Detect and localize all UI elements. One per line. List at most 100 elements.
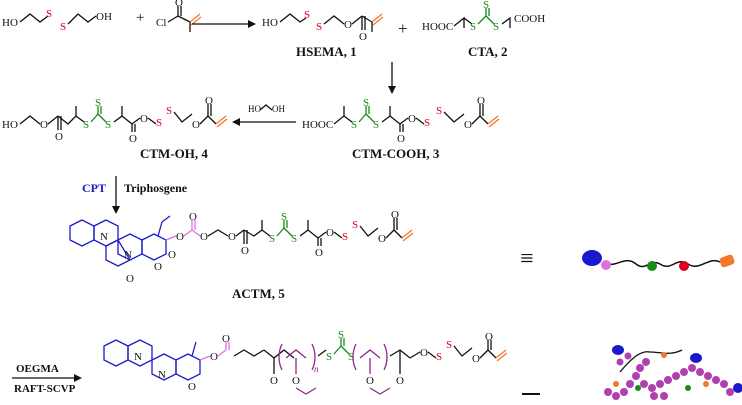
atom-o: O (126, 273, 134, 285)
atom-o: O (222, 333, 230, 345)
atom-s: S (446, 339, 452, 351)
atom-o: O (270, 375, 278, 387)
atom-s: S (483, 0, 489, 11)
atom-o: O (485, 331, 493, 343)
atom-o: O (140, 113, 148, 125)
reagent-triphosgene: Triphosgene (124, 181, 188, 195)
atom-o: O (168, 249, 176, 261)
atom-hooc: HOOC (302, 119, 333, 131)
atom-o: O (55, 131, 63, 143)
hsema-structure: HO S S O O (262, 9, 384, 43)
arrow-down-2 (112, 176, 120, 214)
atom-n: N (134, 351, 142, 363)
atom-s: S (351, 119, 357, 131)
atom-s: S (269, 233, 275, 245)
atom-o: O (189, 211, 197, 223)
atom-s: S (493, 21, 499, 33)
atom-s: S (60, 21, 66, 33)
atom-o: O (129, 133, 137, 145)
atom-s: S (166, 105, 172, 117)
atom-ho: HO (2, 17, 18, 29)
atom-s: S (363, 97, 369, 109)
plus-sign: + (136, 10, 144, 26)
atom-o: O (210, 351, 218, 363)
atom-s: S (338, 329, 344, 341)
atom-s: S (46, 8, 52, 20)
atom-o: O (154, 261, 162, 273)
atom-o: O (315, 247, 323, 259)
atom-n: N (158, 369, 166, 381)
atom-o: O (188, 381, 196, 393)
atom-o: O (176, 231, 184, 243)
label-cta: CTA, 2 (468, 44, 507, 59)
atom-o: O (391, 209, 399, 221)
atom-n: N (124, 249, 132, 261)
atom-o: O (366, 375, 374, 387)
arrow-to-polymer (12, 374, 82, 382)
label-hsema: HSEMA, 1 (296, 44, 357, 59)
atom-o: O (40, 119, 48, 131)
actm-chain: O O S S S O O S S O O (207, 209, 414, 259)
ctm-cooh-structure: HOOC S S S O O S S O O (302, 95, 500, 145)
repeat-n: n (314, 364, 319, 374)
reagent-oegma: OEGMA (16, 363, 59, 375)
atom-o: O (200, 231, 208, 243)
arrow-down-1 (388, 62, 396, 94)
reagent-ethylene-glycol: HO OH (248, 104, 285, 114)
reagent-ho: HO (248, 104, 261, 114)
atom-o: O (175, 0, 183, 9)
atom-o: O (472, 353, 480, 365)
atom-s: S (436, 105, 442, 117)
reagent-cpt: CPT (82, 181, 106, 195)
polymer-cpt-core (103, 339, 201, 381)
atom-s: S (304, 9, 310, 21)
cta-bead (647, 261, 657, 271)
arrow-to-hsema (192, 20, 256, 28)
cta-structure: HOOC S S S COOH (422, 0, 545, 33)
atom-cooh: COOH (514, 13, 545, 25)
atom-o: O (477, 95, 485, 107)
atom-ho: HO (262, 17, 278, 29)
atom-o: O (408, 113, 416, 125)
atom-o: O (397, 133, 405, 145)
atom-s: S (291, 233, 297, 245)
atom-s: S (281, 211, 287, 223)
reagent-oh: OH (272, 104, 285, 114)
atom-s: S (470, 21, 476, 33)
cpt-bead (582, 250, 602, 266)
dithiodiethanol: HO S S OH (2, 8, 112, 33)
atom-o: O (228, 231, 236, 243)
atom-ho: HO (2, 119, 18, 131)
atom-s: S (83, 119, 89, 131)
actm-cartoon (582, 250, 735, 271)
reagent-raft-scvp: RAFT-SCVP (14, 383, 76, 395)
atom-s: S (373, 119, 379, 131)
label-ctm-cooh: CTM-COOH, 3 (352, 146, 440, 161)
atom-o: O (241, 245, 249, 257)
atom-cl: Cl (156, 17, 166, 29)
disulfide-bead (679, 261, 689, 271)
atom-o: O (344, 19, 352, 31)
atom-s: S (326, 351, 332, 363)
label-actm: ACTM, 5 (232, 286, 285, 301)
atom-s: S (95, 97, 101, 109)
equivalence-sign: ≡ (520, 246, 534, 272)
methacryloyl-chloride: Cl O (156, 0, 202, 32)
atom-o: O (396, 375, 404, 387)
atom-o: O (359, 31, 367, 43)
atom-s: S (342, 231, 348, 243)
atom-hooc: HOOC (422, 21, 453, 33)
atom-o: O (326, 227, 334, 239)
plus-sign: + (398, 19, 408, 38)
atom-o: O (292, 375, 300, 387)
atom-s: S (436, 351, 442, 363)
atom-o: O (420, 347, 428, 359)
arrow-to-ctm-oh (232, 118, 296, 126)
ctm-oh-structure: HO O O S S S O O S S O O (2, 95, 228, 145)
atom-s: S (352, 219, 358, 231)
atom-s: S (156, 117, 162, 129)
atom-n: N (100, 231, 108, 243)
camptothecin-core (69, 215, 171, 267)
